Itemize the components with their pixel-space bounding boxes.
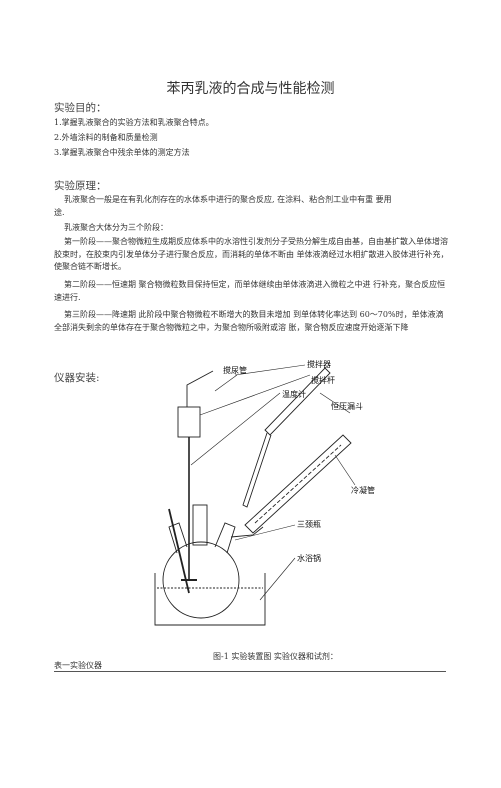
flask-center-neck [192,504,208,546]
principle-paragraph-3: 第一阶段——聚合物微粒生成期反应体系中的水溶性引发剂分子受热分解生成自由基，自由… [54,237,449,271]
principle-paragraph-5: 第三阶段——降速期 此阶段中聚合物微粒不断增大的数目未增加 到单体转化率达到 6… [54,310,444,332]
water-bath-shape [154,573,266,626]
principle-paragraph-1-line-2: 途. [54,208,65,217]
label-stirrer: 搅拌器 [307,359,331,369]
apparatus-diagram: 搅拌器 搅拌杆 搅尿管 温度计 恒压漏斗 冷凝管 三颈瓶 水浴锅 [154,359,375,626]
thermometer-shape [168,508,190,594]
flask-left-neck [168,522,188,554]
objective-item-1: 1.掌握乳液聚合的实验方法和乳液聚合特点。 [54,118,214,127]
label-tube: 搅尿管 [223,365,247,375]
principle-heading: 实验原理： [54,180,107,192]
apparatus-heading: 仪器安装: [54,372,100,384]
principle-paragraph-1-line-1: 乳液聚合一般是在有乳化剂存在的水体系中进行的聚合反应, 在涂料、粘合剂工业中有重… [64,195,392,204]
label-flask: 三颈瓶 [297,519,321,529]
three-neck-flask-shape [162,541,240,619]
principle-paragraph-2: 乳液聚合大体分为三个阶段： [64,223,168,232]
objective-item-3: 3.掌握乳液聚合中残余单体的测定方法 [54,148,190,157]
funnel-body-shape [264,367,331,436]
label-thermometer: 温度计 [282,389,306,399]
label-bath: 水浴锅 [297,553,321,563]
principle-paragraph-4: 第二阶段——恒速期 聚合物微粒数目保持恒定，而单体继续由单体液滴进入微粒之中进 … [54,280,446,302]
figure-caption: 图-1 实验装置图 实验仪器和试剂： [213,652,338,661]
page-title: 苯丙乳液的合成与性能检测 [166,81,335,97]
condenser-shape [244,434,352,534]
stirrer-motor-shape [177,406,201,438]
label-condenser: 冷凝管 [351,485,375,495]
objective-heading: 实验目的： [54,102,107,114]
label-funnel: 恒压漏斗 [331,401,363,411]
label-stir-rod: 搅拌杆 [311,375,335,385]
objective-item-2: 2.外墙涂料的制备和质量检测 [54,133,158,142]
flask-right-neck [214,522,236,554]
table-title: 表一实验仪器 [54,661,102,670]
table-top-rule [54,671,446,672]
